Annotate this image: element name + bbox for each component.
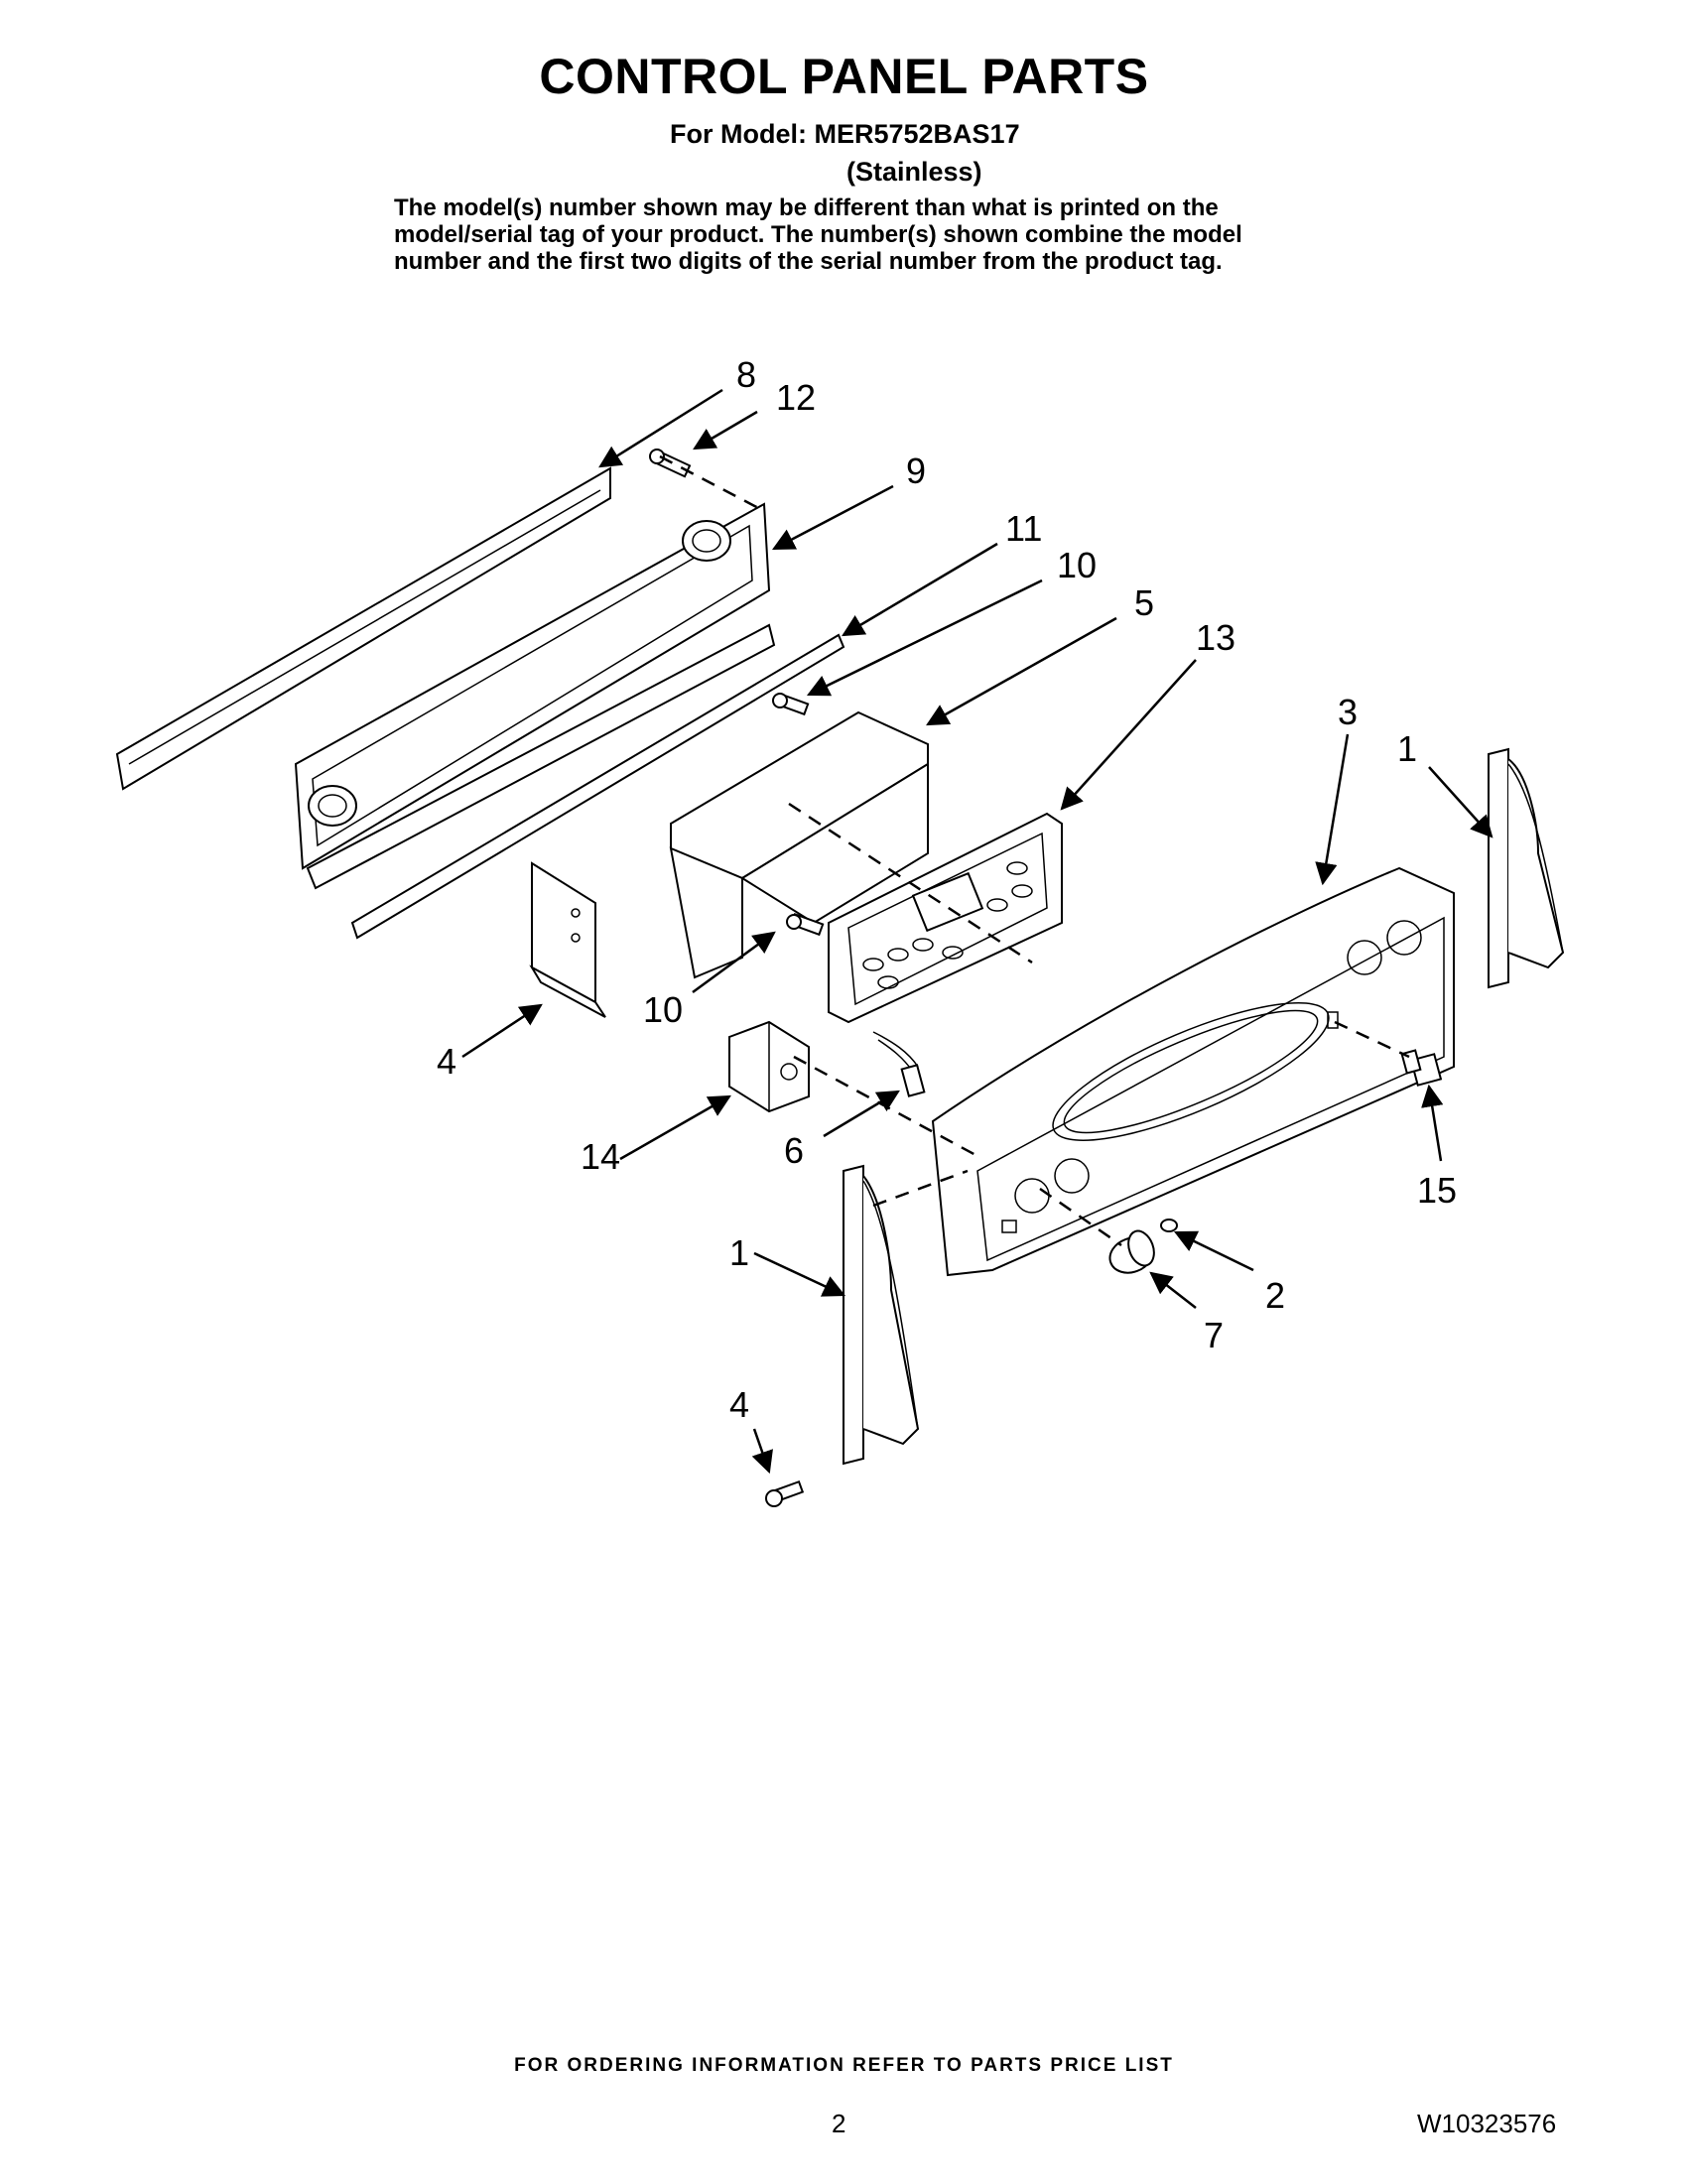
callout-label: 5 (1134, 582, 1154, 623)
callout-label: 6 (784, 1130, 804, 1171)
callout-label: 11 (1005, 508, 1042, 549)
alignment-lines (659, 454, 1410, 1247)
part-15-switch (1400, 1049, 1443, 1087)
callout-label: 3 (1338, 692, 1358, 732)
part-8-rear-cover (115, 466, 611, 791)
callout-label: 9 (906, 450, 926, 491)
part-4-bracket (529, 861, 606, 1018)
callout-label: 8 (736, 354, 756, 395)
leader-lines (461, 388, 1493, 1475)
callout-label: 2 (1265, 1275, 1285, 1316)
callout-label: 4 (437, 1041, 456, 1082)
part-7-knob (1108, 1229, 1155, 1274)
callout-label: 1 (729, 1232, 749, 1273)
callout-label: 10 (643, 989, 683, 1030)
part-13-control-board (828, 812, 1063, 1024)
part-1-end-cap-left (843, 1164, 920, 1466)
model-variant: (Stainless) (846, 157, 982, 187)
part-14-switch (728, 1020, 810, 1113)
callout-label: 7 (1204, 1315, 1224, 1355)
disclaimer-line: number and the first two digits of the s… (394, 248, 1223, 275)
callout-label: 10 (1057, 545, 1097, 585)
callout-numbers: 8 12 9 11 10 5 13 3 1 10 4 14 6 15 1 2 7… (437, 354, 1457, 1425)
part-10-screw (772, 692, 810, 716)
part-4-screw (765, 1479, 805, 1507)
part-11-strip (350, 633, 845, 940)
part-2-screw (1160, 1219, 1178, 1232)
part-10-screw (786, 912, 825, 937)
callout-label: 12 (776, 377, 816, 418)
part-1-end-cap-right (1488, 747, 1565, 989)
part-3-console (931, 866, 1455, 1277)
ordering-note: FOR ORDERING INFORMATION REFER TO PARTS … (514, 2055, 1174, 2076)
part-6-wire-harness (872, 1031, 926, 1097)
callout-label: 14 (581, 1136, 620, 1177)
page-number: 2 (832, 2109, 846, 2138)
part-9-housing (294, 502, 776, 890)
document-number: W10323576 (1417, 2109, 1557, 2138)
disclaimer-line: The model(s) number shown may be differe… (394, 194, 1219, 221)
part-5-display-housing (669, 710, 929, 979)
model-disclaimer: The model(s) number shown may be differe… (394, 194, 1287, 275)
callout-label: 4 (729, 1384, 749, 1425)
callout-label: 1 (1397, 728, 1417, 769)
disclaimer-line: model/serial tag of your product. The nu… (394, 221, 1242, 248)
model-line: For Model: MER5752BAS17 (670, 119, 1020, 149)
callout-label: 15 (1417, 1170, 1457, 1211)
page-title: CONTROL PANEL PARTS (539, 49, 1149, 104)
callout-label: 13 (1196, 617, 1235, 658)
